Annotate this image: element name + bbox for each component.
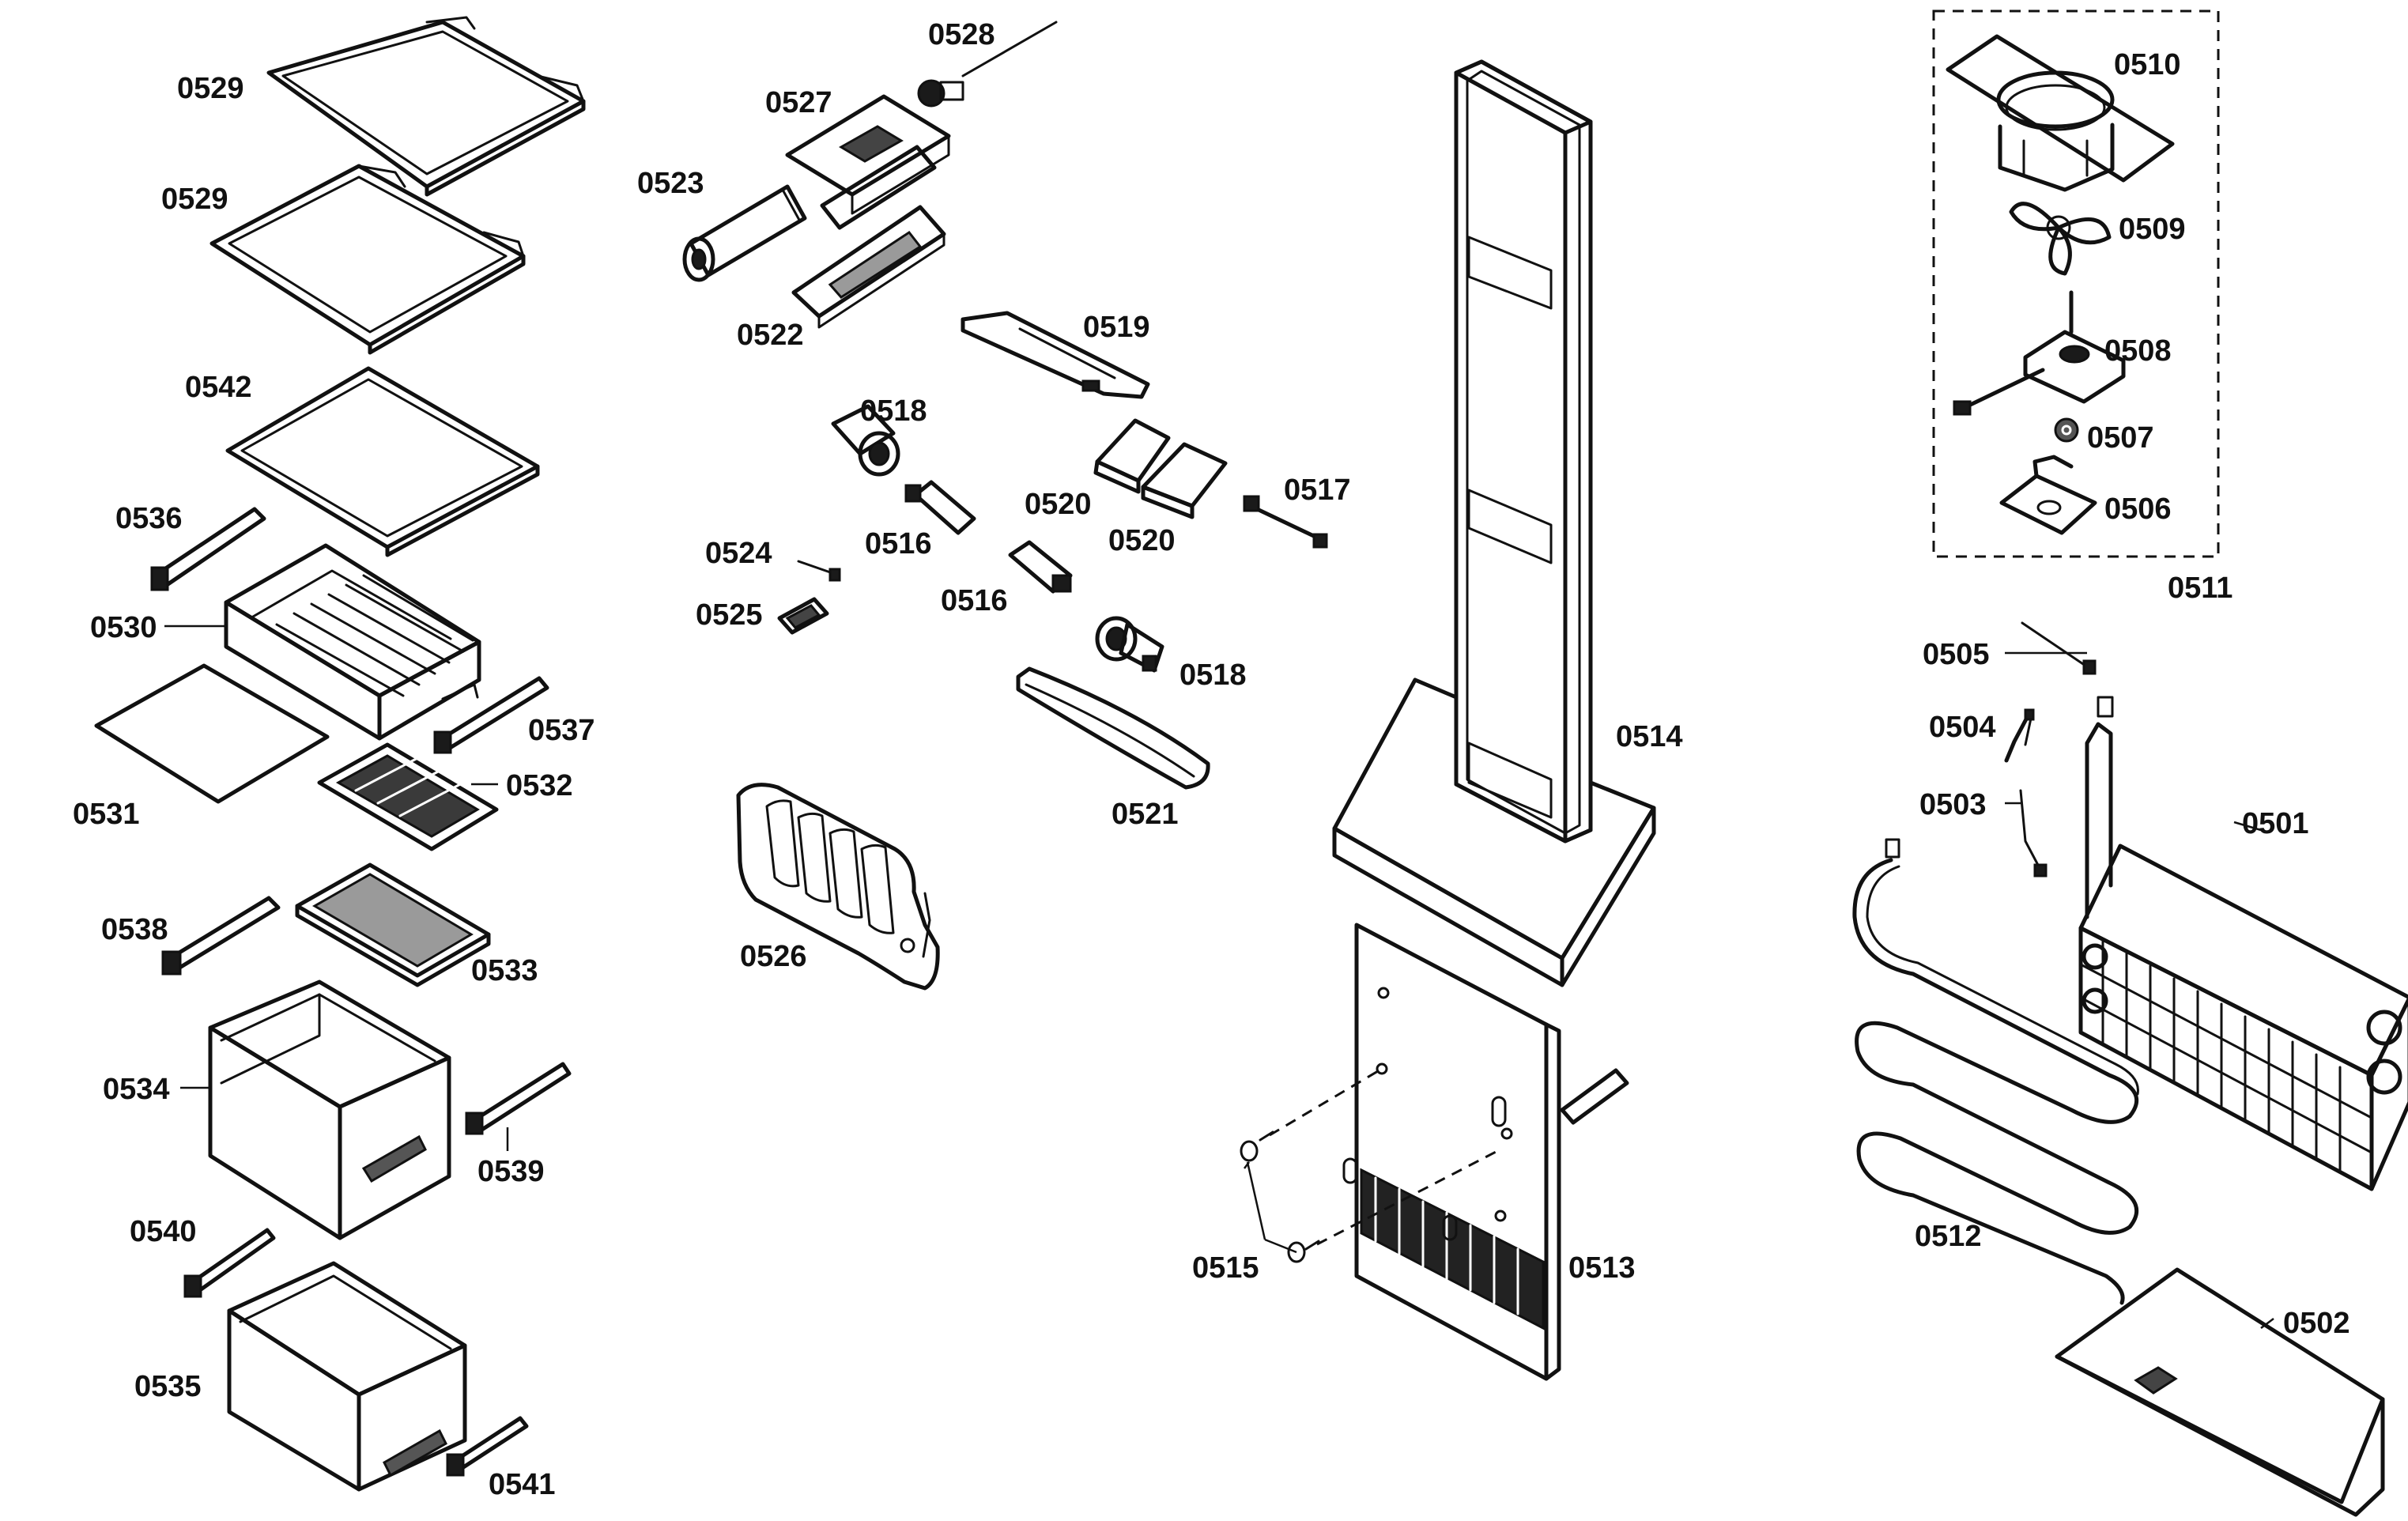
callout-0515: 0515 bbox=[1192, 1251, 1259, 1285]
air-tower-0514 bbox=[1332, 59, 1656, 987]
slide-rail-0539 bbox=[465, 1062, 572, 1135]
freezer-bin-0535 bbox=[227, 1261, 467, 1492]
callout-0537: 0537 bbox=[528, 714, 595, 747]
lamp-socket-0518-top bbox=[831, 404, 900, 477]
callout-0516-upper: 0516 bbox=[865, 527, 932, 560]
fan-motor-0508 bbox=[1953, 290, 2126, 416]
light-lens-0520-right bbox=[1141, 442, 1228, 519]
drain-trough-0502 bbox=[2055, 1267, 2385, 1517]
wire-connector-0517 bbox=[1243, 495, 1328, 549]
callout-0523: 0523 bbox=[637, 167, 704, 200]
callout-0516-lower: 0516 bbox=[941, 584, 1008, 617]
slide-rail-0541 bbox=[446, 1416, 529, 1477]
wire-harness-0528 bbox=[917, 21, 1058, 108]
callout-labels: 0529 0529 0542 0536 0530 0537 0531 0532 … bbox=[73, 18, 2350, 1501]
humidity-cover-0532 bbox=[317, 742, 499, 851]
callout-0522: 0522 bbox=[737, 319, 804, 352]
filter-cover-0522 bbox=[791, 205, 946, 329]
screws-0515 bbox=[1240, 1067, 1501, 1263]
callout-0518-lower: 0518 bbox=[1179, 659, 1247, 692]
callout-0512: 0512 bbox=[1915, 1220, 1982, 1253]
callout-0519: 0519 bbox=[1083, 311, 1150, 344]
evaporator-cover-0513 bbox=[1342, 923, 1629, 1381]
motor-bracket-0506 bbox=[1999, 455, 2097, 535]
callout-0503: 0503 bbox=[1919, 788, 1987, 821]
callout-0528: 0528 bbox=[928, 18, 995, 51]
callout-0507: 0507 bbox=[2087, 421, 2154, 455]
callout-0520-left: 0520 bbox=[1025, 488, 1092, 521]
clip-0504 bbox=[2004, 708, 2035, 763]
light-bulb-0516-upper bbox=[904, 480, 976, 535]
fan-shroud-0510 bbox=[1946, 34, 2175, 192]
slide-rail-0536 bbox=[150, 507, 266, 591]
callout-0529-middle: 0529 bbox=[161, 183, 228, 216]
callout-0527: 0527 bbox=[765, 86, 832, 119]
callout-0536: 0536 bbox=[115, 502, 183, 535]
callout-0540: 0540 bbox=[130, 1215, 197, 1248]
callout-0535: 0535 bbox=[134, 1370, 202, 1403]
callout-0530: 0530 bbox=[90, 611, 157, 644]
switch-0525 bbox=[777, 597, 829, 635]
fan-blade-0509 bbox=[2009, 202, 2112, 276]
shelf-0529-top bbox=[266, 16, 586, 197]
callout-0520-right: 0520 bbox=[1108, 524, 1176, 557]
callout-0538: 0538 bbox=[101, 913, 168, 946]
fan-nut-0507 bbox=[2054, 417, 2079, 443]
air-tower-tray-0526 bbox=[736, 783, 940, 991]
callout-0513: 0513 bbox=[1568, 1251, 1636, 1285]
light-bracket-0519 bbox=[961, 311, 1150, 399]
crisper-drawer-0530 bbox=[224, 543, 481, 741]
callout-0521: 0521 bbox=[1112, 798, 1179, 831]
callout-0517: 0517 bbox=[1284, 474, 1351, 507]
callout-0532: 0532 bbox=[506, 769, 573, 802]
callout-0511: 0511 bbox=[2168, 572, 2232, 605]
humidity-cover-0533 bbox=[295, 862, 491, 987]
callout-0505: 0505 bbox=[1923, 638, 1990, 671]
evaporator-0501 bbox=[2078, 696, 2408, 1191]
thermistor-0503 bbox=[2019, 789, 2048, 878]
callout-0531: 0531 bbox=[73, 798, 140, 831]
callout-0518-top: 0518 bbox=[860, 394, 927, 428]
slide-rail-0537 bbox=[433, 676, 549, 754]
callout-0508: 0508 bbox=[2104, 334, 2172, 368]
callout-0526: 0526 bbox=[740, 940, 807, 973]
water-filter-0523 bbox=[682, 184, 807, 282]
callout-0533: 0533 bbox=[471, 954, 538, 987]
callout-0524: 0524 bbox=[705, 537, 772, 570]
callout-0506: 0506 bbox=[2104, 493, 2172, 526]
slide-rail-0540 bbox=[183, 1228, 276, 1298]
callout-0525: 0525 bbox=[696, 598, 763, 632]
screw-0524 bbox=[797, 560, 841, 582]
callout-0510: 0510 bbox=[2114, 48, 2181, 81]
freezer-bin-0534 bbox=[208, 979, 451, 1240]
lamp-socket-0518-lower bbox=[1095, 616, 1164, 673]
callout-0514: 0514 bbox=[1616, 720, 1683, 753]
callout-0504: 0504 bbox=[1929, 711, 1996, 744]
slide-rail-0538 bbox=[161, 896, 281, 976]
leader-lines bbox=[164, 625, 2274, 1329]
callout-0534: 0534 bbox=[103, 1073, 170, 1106]
light-lens-0520-left bbox=[1093, 418, 1171, 494]
shelf-0529-middle bbox=[209, 164, 526, 355]
callout-0502: 0502 bbox=[2283, 1307, 2350, 1340]
callout-0509: 0509 bbox=[2119, 213, 2186, 246]
defrost-heater-0512 bbox=[1852, 838, 2139, 1305]
callout-0529-top: 0529 bbox=[177, 72, 244, 105]
glass-panel-0531 bbox=[94, 663, 330, 804]
callout-0541: 0541 bbox=[489, 1468, 556, 1501]
callout-0501: 0501 bbox=[2242, 807, 2309, 840]
fan-assembly-box-0511 bbox=[1932, 9, 2220, 558]
callout-0542: 0542 bbox=[185, 371, 252, 404]
shelf-0542 bbox=[225, 366, 540, 557]
filter-housing-0527 bbox=[785, 94, 951, 230]
callout-0539: 0539 bbox=[477, 1155, 545, 1188]
light-cover-0521 bbox=[1016, 666, 1210, 790]
light-bulb-0516-lower bbox=[1008, 540, 1073, 594]
sensor-0505 bbox=[2021, 621, 2097, 675]
